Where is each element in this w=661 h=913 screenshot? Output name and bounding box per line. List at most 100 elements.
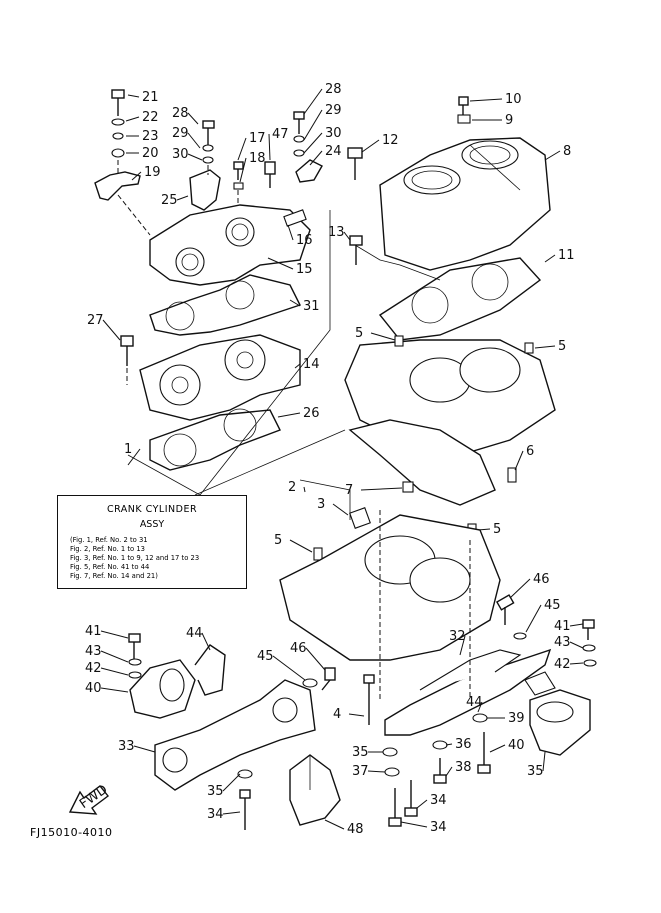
washer-37	[432, 740, 448, 750]
callout-17: 17	[249, 131, 266, 146]
callout-27: 27	[87, 313, 104, 328]
bolt-17	[233, 161, 244, 180]
bolt-12	[347, 147, 363, 180]
crankcase-upper	[344, 339, 556, 506]
engine-mount-40b	[529, 689, 591, 756]
callout-35: 35	[207, 784, 224, 799]
callout-23: 23	[142, 129, 159, 144]
callout-31: 31	[303, 299, 320, 314]
callout-48: 48	[347, 822, 364, 837]
leader-line	[400, 821, 428, 828]
callout-4: 4	[333, 707, 341, 722]
washer-39	[472, 713, 488, 723]
bolt-13	[349, 235, 363, 265]
callout-11: 11	[558, 248, 575, 263]
callout-33: 33	[118, 739, 135, 754]
legend-title: CRANK CYLINDER	[106, 504, 198, 515]
bolt-41a	[128, 633, 141, 660]
leader-line	[569, 662, 584, 665]
mount-bracket-32	[384, 648, 552, 736]
leader-line	[289, 299, 301, 307]
leader-line	[514, 450, 524, 471]
callout-36: 36	[455, 737, 472, 752]
dowel-6	[507, 467, 517, 483]
callout-42: 42	[554, 657, 571, 672]
sensor-47	[264, 161, 276, 188]
callout-3: 3	[317, 497, 325, 512]
bolt-46a	[495, 594, 515, 625]
dowel-5b	[524, 342, 534, 354]
leader-line	[459, 635, 466, 656]
gasket-11	[378, 257, 542, 341]
leader-line	[125, 116, 140, 122]
bolt-34c	[388, 788, 402, 827]
callout-41: 41	[85, 624, 102, 639]
leader-line	[348, 713, 365, 717]
leader-line	[309, 150, 323, 166]
legend-note: (Fig. 1, Ref. No. 2 to 31	[70, 536, 148, 544]
leader-line	[542, 751, 546, 772]
callout-37: 37	[352, 764, 369, 779]
leader-line	[509, 578, 531, 599]
callout-10: 10	[505, 92, 522, 107]
leader-line	[324, 819, 345, 830]
clamp-9	[457, 114, 471, 124]
callout-labels: 2122232019282930251718472829302412810916…	[85, 82, 584, 837]
callout-1: 1	[124, 442, 132, 457]
callout-24: 24	[325, 144, 342, 159]
callout-45: 45	[544, 598, 561, 613]
cylinder-block-8	[379, 137, 551, 271]
callout-42: 42	[85, 661, 102, 676]
bolt-41b	[582, 619, 595, 640]
leader-line	[569, 641, 584, 649]
leader-line	[201, 632, 211, 651]
legend-subtitle: ASSY	[139, 519, 165, 530]
callout-46: 46	[533, 572, 550, 587]
washer-23	[112, 132, 124, 140]
callout-2: 2	[288, 480, 296, 495]
fwd-arrow: FWD	[68, 782, 111, 815]
leader-line	[360, 487, 403, 491]
leader-line	[187, 153, 203, 161]
callout-47: 47	[272, 127, 289, 142]
callout-43: 43	[554, 635, 571, 650]
leader-line	[525, 604, 542, 633]
dowel-5a	[394, 335, 404, 347]
bolt-36	[433, 758, 447, 784]
callout-29: 29	[325, 103, 342, 118]
callout-19: 19	[144, 165, 161, 180]
clip-44a	[194, 644, 226, 696]
dowel-5d	[313, 547, 323, 561]
leader-line	[277, 412, 301, 418]
leader-line	[100, 630, 129, 639]
callout-41: 41	[554, 619, 571, 634]
callout-34: 34	[430, 820, 447, 835]
leader-line	[287, 224, 294, 241]
bushing-3	[349, 507, 371, 529]
collar-7	[402, 481, 414, 493]
callout-45: 45	[257, 649, 274, 664]
leader-line	[289, 539, 313, 553]
callout-44: 44	[186, 626, 203, 641]
leader-line	[416, 799, 428, 809]
cylinder-head-cover-15	[149, 204, 311, 286]
leader-line	[131, 171, 142, 181]
mount-bracket-33	[154, 679, 316, 791]
leader-line	[343, 231, 351, 241]
bolt-46b	[321, 667, 336, 691]
gasket-31	[149, 274, 301, 336]
leader-line	[370, 332, 396, 341]
crankcase-lower	[279, 514, 501, 661]
leader-line	[127, 448, 141, 466]
fwd-label: FWD	[77, 782, 110, 812]
cylinder-head-14	[139, 334, 301, 421]
leader-line	[303, 109, 323, 141]
legend-notes: (Fig. 1, Ref. No. 2 to 31 Fig. 2, Ref. N…	[70, 536, 199, 581]
leader-line	[100, 667, 129, 676]
leader-line	[102, 319, 121, 341]
clip-24	[295, 159, 323, 183]
callout-12: 12	[382, 133, 399, 148]
callout-9: 9	[505, 113, 513, 128]
